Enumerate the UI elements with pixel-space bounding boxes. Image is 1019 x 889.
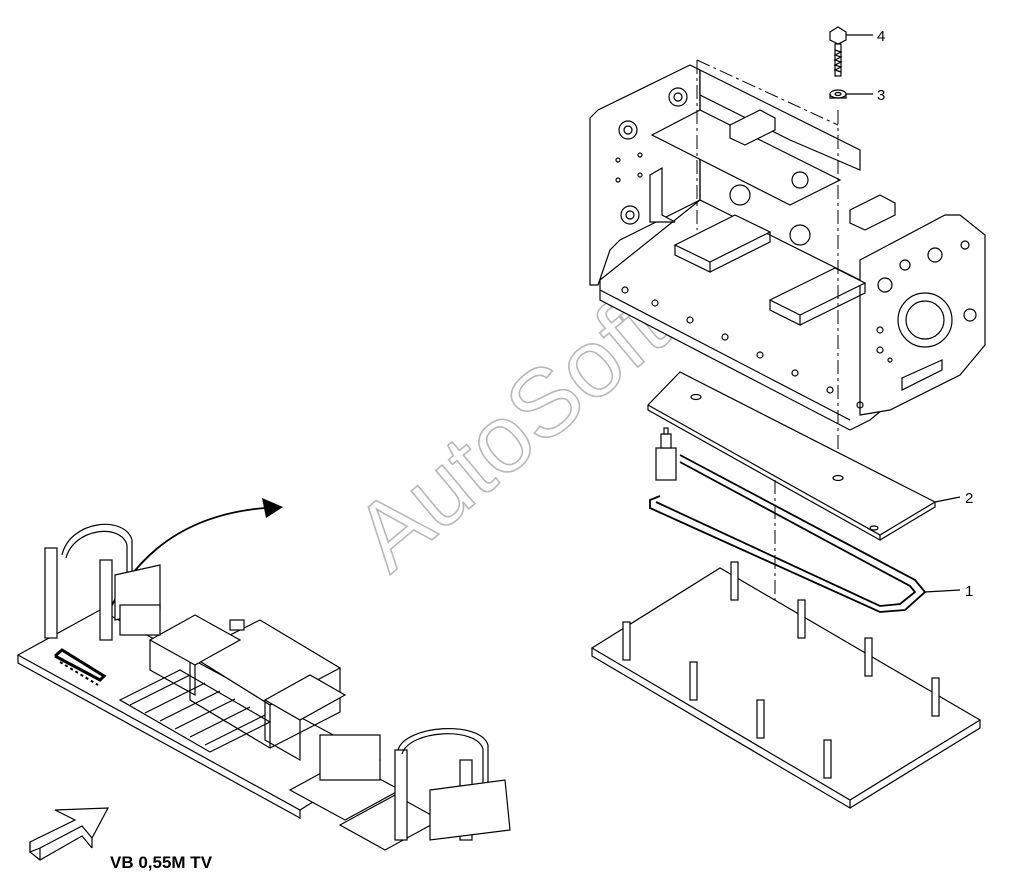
svg-text:AutoSoft: AutoSoft bbox=[335, 272, 686, 591]
stud-row bbox=[622, 561, 940, 779]
watermark: AutoSoft bbox=[334, 272, 686, 592]
bolt-part-3 bbox=[829, 26, 847, 77]
base-plate bbox=[590, 561, 982, 810]
diagram-caption: VB 0,55M TV bbox=[110, 853, 213, 872]
view-direction-arrow bbox=[29, 807, 110, 861]
seal-highlight bbox=[54, 648, 107, 686]
callouts: 4 3 2 1 bbox=[846, 28, 973, 600]
frame-housing bbox=[589, 64, 986, 431]
machine-overview bbox=[16, 523, 511, 851]
seal-part-1 bbox=[649, 427, 927, 613]
callout-3: 4 bbox=[877, 28, 885, 45]
callout-1: 1 bbox=[965, 583, 973, 600]
callout-2: 2 bbox=[965, 490, 973, 507]
callout-4: 3 bbox=[877, 87, 885, 104]
washer-part-4 bbox=[829, 89, 847, 99]
